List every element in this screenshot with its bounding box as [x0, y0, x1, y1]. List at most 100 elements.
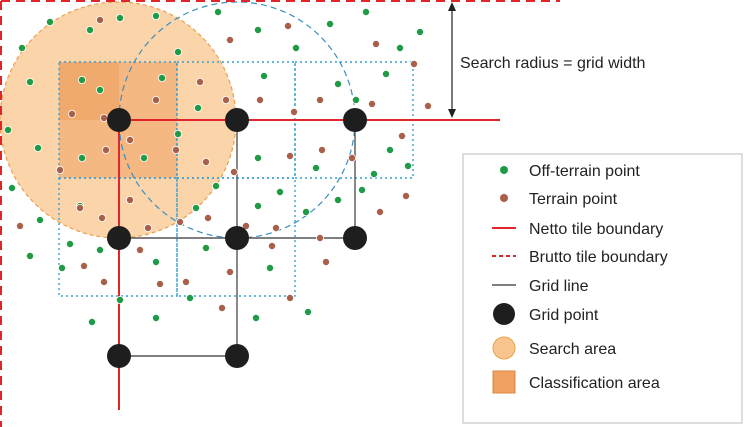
legend-label-grid-line: Grid line	[529, 278, 589, 295]
off-terrain-point	[275, 187, 284, 196]
grid-point	[225, 344, 249, 368]
legend-label-search-area: Search area	[529, 341, 616, 358]
terrain-point	[221, 96, 230, 105]
off-terrain-point	[151, 257, 160, 266]
off-terrain-point	[46, 17, 55, 26]
off-terrain-point	[139, 153, 148, 162]
legend-label-classification-area: Classification area	[529, 375, 660, 392]
terrain-point	[267, 241, 276, 250]
terrain-point	[347, 153, 356, 162]
terrain-point	[98, 213, 107, 222]
terrain-point	[135, 245, 144, 254]
off-terrain-point	[66, 239, 75, 248]
terrain-point	[317, 145, 326, 154]
terrain-point	[171, 145, 180, 154]
off-terrain-point	[96, 86, 105, 95]
terrain-point	[283, 21, 292, 30]
grid-point	[107, 226, 131, 250]
off-terrain-point	[191, 203, 200, 212]
off-terrain-point	[157, 74, 166, 83]
off-terrain-points	[4, 7, 424, 326]
legend-label-netto: Netto tile boundary	[529, 221, 663, 238]
off-terrain-point	[25, 251, 34, 260]
legend-label-grid-point: Grid point	[529, 307, 599, 324]
terrain-point	[96, 15, 105, 24]
off-terrain-point-icon	[500, 166, 508, 174]
off-terrain-point	[17, 44, 26, 53]
off-terrain-point	[265, 263, 274, 272]
off-terrain-point	[193, 104, 202, 113]
off-terrain-point	[361, 7, 370, 16]
grid-point	[107, 108, 131, 132]
off-terrain-point	[213, 7, 222, 16]
terrain-points	[15, 15, 432, 312]
terrain-point	[126, 195, 135, 204]
brutto-tile-boundary	[0, 0, 560, 427]
off-terrain-point	[78, 76, 87, 85]
off-terrain-point	[116, 13, 125, 22]
grid-point	[343, 226, 367, 250]
terrain-point	[225, 36, 234, 45]
terrain-point	[397, 131, 406, 140]
classification-area-inner	[59, 62, 119, 120]
grid-point	[107, 344, 131, 368]
legend-label-brutto: Brutto tile boundary	[529, 249, 668, 266]
off-terrain-point	[403, 161, 412, 170]
off-terrain-point	[253, 201, 262, 210]
off-terrain-point	[259, 72, 268, 81]
search-radius-arrow	[448, 2, 456, 118]
off-terrain-point	[7, 183, 16, 192]
grid-point	[343, 108, 367, 132]
grid-points	[107, 108, 367, 368]
classification-area-icon	[492, 370, 516, 394]
terrain-point	[285, 293, 294, 302]
off-terrain-point	[369, 169, 378, 178]
terrain-point	[409, 60, 418, 69]
off-terrain-point	[78, 153, 87, 162]
off-terrain-point	[211, 181, 220, 190]
terrain-point	[76, 203, 85, 212]
terrain-point	[229, 167, 238, 176]
off-terrain-point	[151, 313, 160, 322]
terrain-point	[315, 96, 324, 105]
legend-label-terrain: Terrain point	[529, 191, 618, 208]
off-terrain-point	[301, 207, 310, 216]
off-terrain-point	[4, 126, 12, 135]
search-radius-label: Search radius = grid width	[460, 55, 645, 72]
terrain-point	[100, 114, 109, 123]
off-terrain-point	[357, 185, 366, 194]
terrain-point	[100, 277, 109, 286]
off-terrain-point	[303, 307, 312, 316]
terrain-point	[285, 151, 294, 160]
terrain-point	[289, 108, 298, 117]
off-terrain-point	[381, 70, 390, 79]
terrain-point	[151, 96, 160, 105]
off-terrain-point	[25, 78, 34, 87]
terrain-point	[155, 279, 164, 288]
grid-point	[225, 108, 249, 132]
off-terrain-point	[88, 317, 97, 326]
terrain-point	[68, 110, 77, 119]
off-terrain-point	[333, 195, 342, 204]
terrain-point	[56, 165, 65, 174]
terrain-point	[143, 223, 152, 232]
off-terrain-point	[291, 44, 300, 53]
terrain-point	[371, 40, 380, 49]
terrain-point	[203, 213, 212, 222]
off-terrain-point	[311, 163, 320, 172]
legend-label-off-terrain: Off-terrain point	[529, 163, 640, 180]
terrain-point	[321, 257, 330, 266]
terrain-point	[15, 221, 24, 230]
terrain-point	[423, 102, 432, 111]
off-terrain-point	[185, 293, 194, 302]
off-terrain-point	[201, 243, 210, 252]
off-terrain-point	[34, 143, 43, 152]
terrain-point	[367, 100, 376, 109]
grid-point-icon	[493, 303, 515, 325]
off-terrain-point	[173, 129, 182, 138]
legend: Off-terrain point Terrain point Netto ti…	[462, 153, 743, 424]
off-terrain-point	[86, 25, 95, 34]
terrain-point	[225, 267, 234, 276]
terrain-point	[271, 223, 280, 232]
